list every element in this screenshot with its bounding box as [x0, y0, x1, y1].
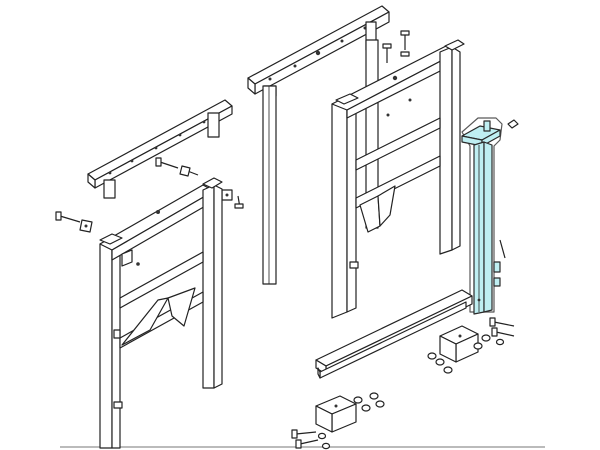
vertical-post — [461, 117, 503, 315]
back-right-frame — [331, 39, 465, 319]
bolt-set-mid — [55, 157, 244, 233]
front-left-frame — [99, 177, 223, 449]
bracket-right — [439, 325, 479, 363]
bolt-set-top — [382, 30, 410, 63]
nut-near-post — [499, 119, 519, 259]
hardware-right — [427, 317, 515, 374]
floor-channel-beam — [315, 289, 473, 379]
hardware-left — [291, 392, 385, 450]
left-top-rail — [87, 99, 233, 199]
back-left-leg — [262, 85, 277, 285]
back-top-rail — [247, 5, 390, 97]
bracket-left — [315, 395, 357, 433]
